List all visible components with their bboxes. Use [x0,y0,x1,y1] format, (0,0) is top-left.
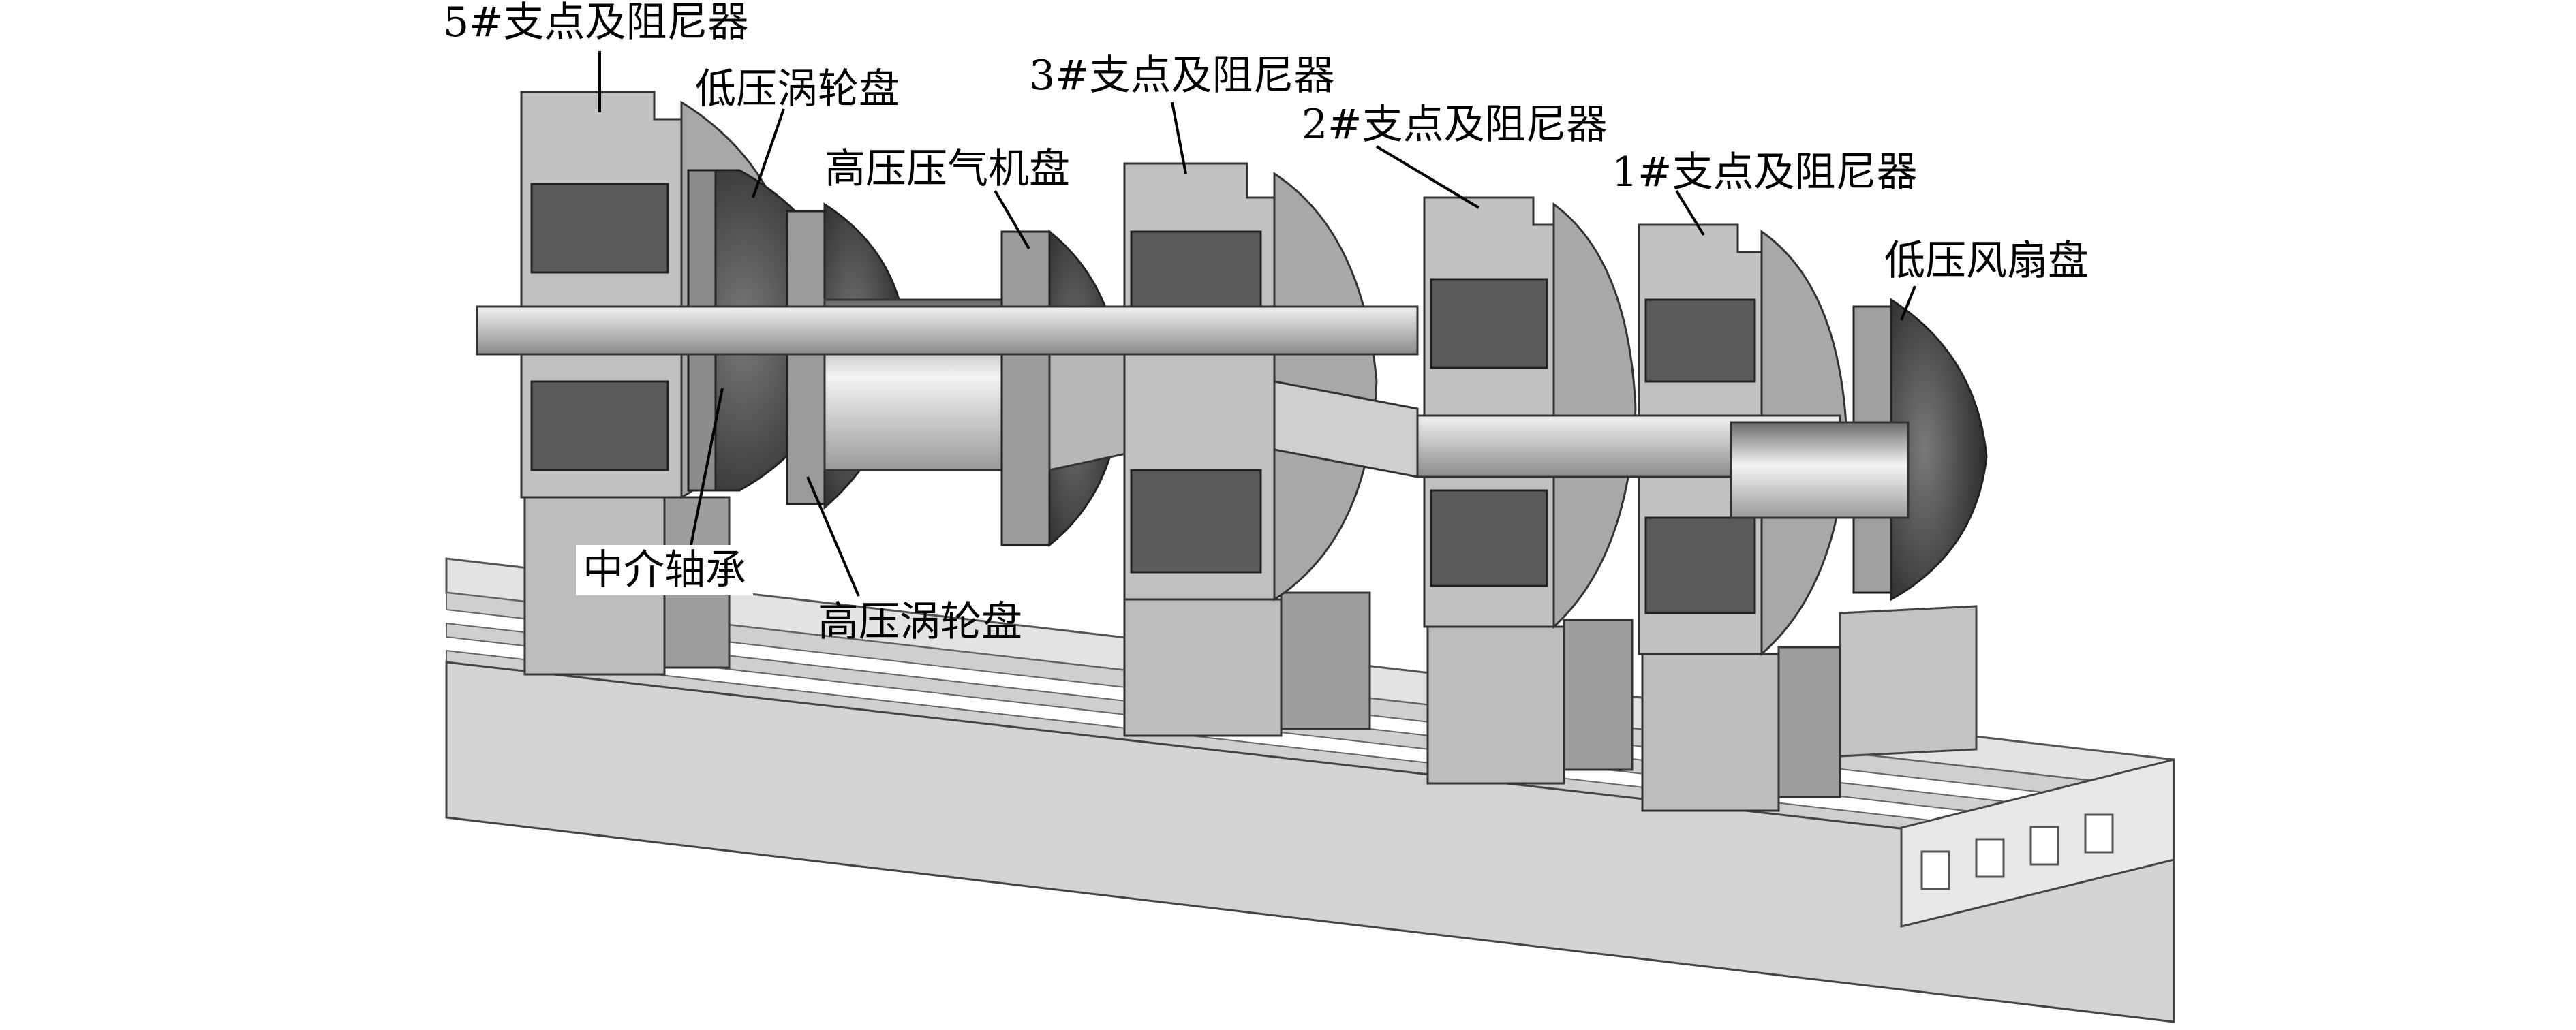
label-support-5: 5#支点及阻尼器 [443,0,749,46]
support-3-damper-lower [1130,469,1262,574]
base-front-face [445,661,2175,1023]
base-right-block [1839,605,1978,758]
label-support-3: 3#支点及阻尼器 [1029,52,1335,99]
leader-lines [598,51,1916,597]
lp-shaft-left [476,305,1419,356]
shaft-step [1273,380,1419,478]
leader-support3 [1171,102,1187,174]
label-hp-compressor-disk: 高压压气机盘 [825,145,1070,193]
label-hp-turbine-disk: 高压涡轮盘 [818,598,1022,646]
support-2 [1423,196,1637,785]
leader-inter-bearing [687,388,724,559]
support-1-damper-lower [1644,516,1756,614]
leader-support2 [1375,145,1480,209]
hp-compressor-disk [1000,230,1051,546]
support-3-flange [1273,172,1378,602]
support-3-pedestal-side [1280,591,1371,730]
base-end-slots [1920,813,2114,890]
label-inter-shaft-bearing: 中介轴承 [576,545,753,595]
support-1-damper-upper [1644,298,1756,383]
leader-hp-compressor [994,189,1030,250]
lp-fan-disk [1852,298,1988,602]
support-1-pedestal [1641,653,1780,812]
support-1-pedestal-side [1777,646,1841,798]
fan-shaft-hollow [1730,421,1910,519]
leader-lp-fan [1900,285,1916,321]
leader-support1 [1675,189,1705,236]
support-5-damper-upper [530,183,669,274]
support-5-damper-lower [530,380,669,471]
support-2-damper-upper [1430,278,1548,369]
support-3-pedestal [1123,598,1283,737]
label-lp-turbine-disk: 低压涡轮盘 [695,65,900,113]
label-lp-fan-disk: 低压风扇盘 [1884,237,2089,285]
shaft-assembly [476,305,1910,519]
support-2-damper-lower [1430,489,1548,587]
leader-lp-turbine [752,108,785,198]
leader-hp-turbine [806,476,860,597]
label-support-2: 2#支点及阻尼器 [1302,101,1608,149]
support-2-pedestal-side [1563,619,1634,771]
support-2-pedestal [1426,625,1565,785]
label-support-1: 1#支点及阻尼器 [1612,149,1918,196]
